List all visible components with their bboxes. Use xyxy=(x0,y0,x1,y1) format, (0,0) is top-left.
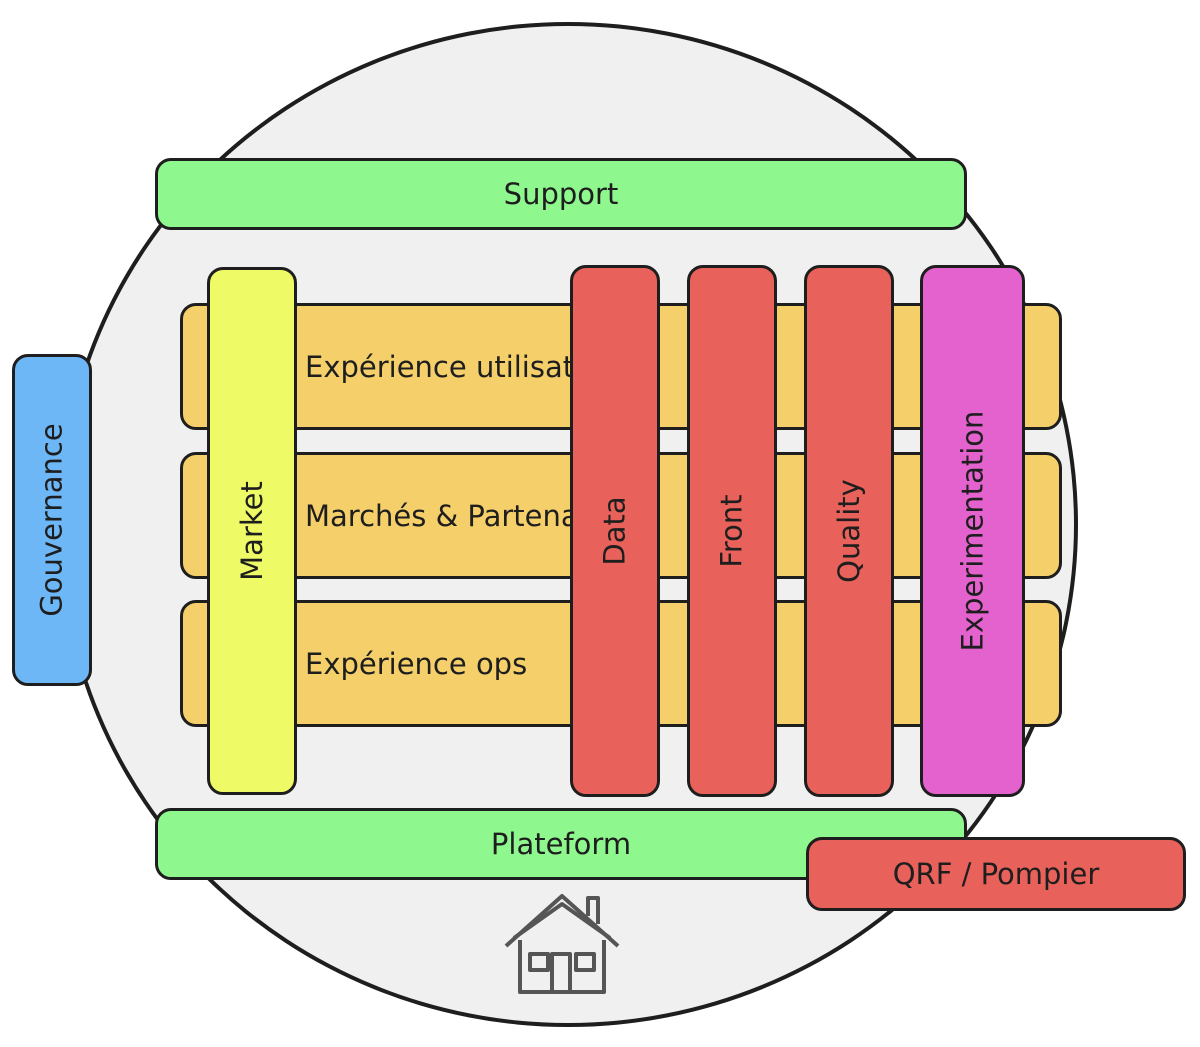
market-label: Market xyxy=(235,481,269,581)
market-column: Market xyxy=(207,267,297,795)
row-label: Expérience utilisateur xyxy=(305,349,623,384)
column-quality: Quality xyxy=(804,265,894,797)
gouvernance-label: Gouvernance xyxy=(35,423,69,617)
plateform-label: Plateform xyxy=(490,827,632,861)
support-bar: Support xyxy=(155,158,967,230)
column-experimentation: Experimentation xyxy=(920,265,1025,797)
column-label: Experimentation xyxy=(955,410,990,652)
house-icon xyxy=(504,894,620,994)
column-label: Data xyxy=(598,496,632,566)
support-label: Support xyxy=(503,177,619,211)
row-label: Expérience ops xyxy=(305,646,528,681)
qrf-pompier-box: QRF / Pompier xyxy=(806,837,1186,911)
column-data: Data xyxy=(570,265,660,797)
gouvernance-bar: Gouvernance xyxy=(12,354,92,686)
qrf-label: QRF / Pompier xyxy=(892,857,1100,891)
column-label: Quality xyxy=(832,479,866,583)
column-front: Front xyxy=(687,265,777,797)
column-label: Front xyxy=(714,494,749,568)
